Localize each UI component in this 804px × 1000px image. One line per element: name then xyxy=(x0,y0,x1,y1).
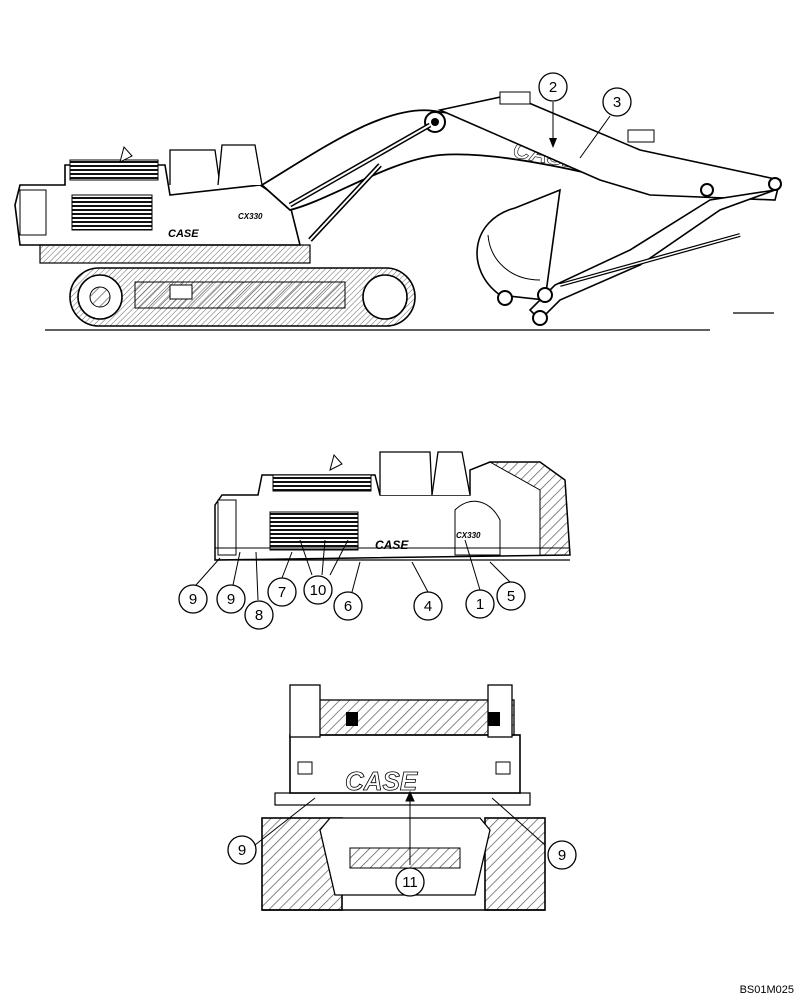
upper-model-decal: CX330 xyxy=(456,531,481,540)
svg-text:10: 10 xyxy=(310,582,327,599)
callout-9-b: 9 xyxy=(216,584,246,614)
callout-4: 4 xyxy=(413,591,443,621)
callout-2-top: 2 xyxy=(538,72,568,148)
callout-10: 10 xyxy=(303,575,333,605)
svg-text:3: 3 xyxy=(613,94,621,111)
callout-8: 8 xyxy=(244,600,274,630)
reference-code: BS01M025 xyxy=(739,984,794,996)
callout-5: 5 xyxy=(496,581,526,611)
svg-text:4: 4 xyxy=(424,598,432,615)
callout-11: 11 xyxy=(395,867,425,897)
side-full-view: CASE CX330 CASE xyxy=(14,72,782,331)
svg-text:9: 9 xyxy=(227,591,235,608)
callout-9-left: 9 xyxy=(227,835,257,865)
bucket xyxy=(476,188,561,326)
svg-text:8: 8 xyxy=(255,607,263,624)
rear-leaders xyxy=(254,790,546,865)
rear-view: CASE 9 11 9 xyxy=(227,684,577,911)
side-brand-decal: CASE xyxy=(168,228,199,240)
callout-7: 7 xyxy=(267,577,297,607)
svg-text:9: 9 xyxy=(189,591,197,608)
callout-6: 6 xyxy=(333,591,363,621)
callout-9-right: 9 xyxy=(547,840,577,870)
callout-1: 1 xyxy=(465,589,495,619)
rear-brand-decal: CASE xyxy=(345,766,418,796)
svg-text:2: 2 xyxy=(549,79,557,96)
upper-structure: CASE CX330 xyxy=(14,144,311,264)
side-model-decal: CX330 xyxy=(238,212,263,221)
callout-3-top: 3 xyxy=(579,87,632,159)
svg-text:1: 1 xyxy=(476,596,484,613)
svg-text:5: 5 xyxy=(507,588,515,605)
callout-9-a: 9 xyxy=(178,584,208,614)
svg-text:9: 9 xyxy=(558,847,566,864)
side-upper-view: CASE CX330 9 9 8 xyxy=(178,451,571,630)
track-assembly xyxy=(69,267,416,327)
upper-leaders xyxy=(195,539,511,601)
svg-text:9: 9 xyxy=(238,842,246,859)
svg-text:7: 7 xyxy=(278,584,286,601)
svg-text:6: 6 xyxy=(344,598,352,615)
svg-text:11: 11 xyxy=(402,874,418,891)
upper-brand-decal: CASE xyxy=(375,538,409,552)
